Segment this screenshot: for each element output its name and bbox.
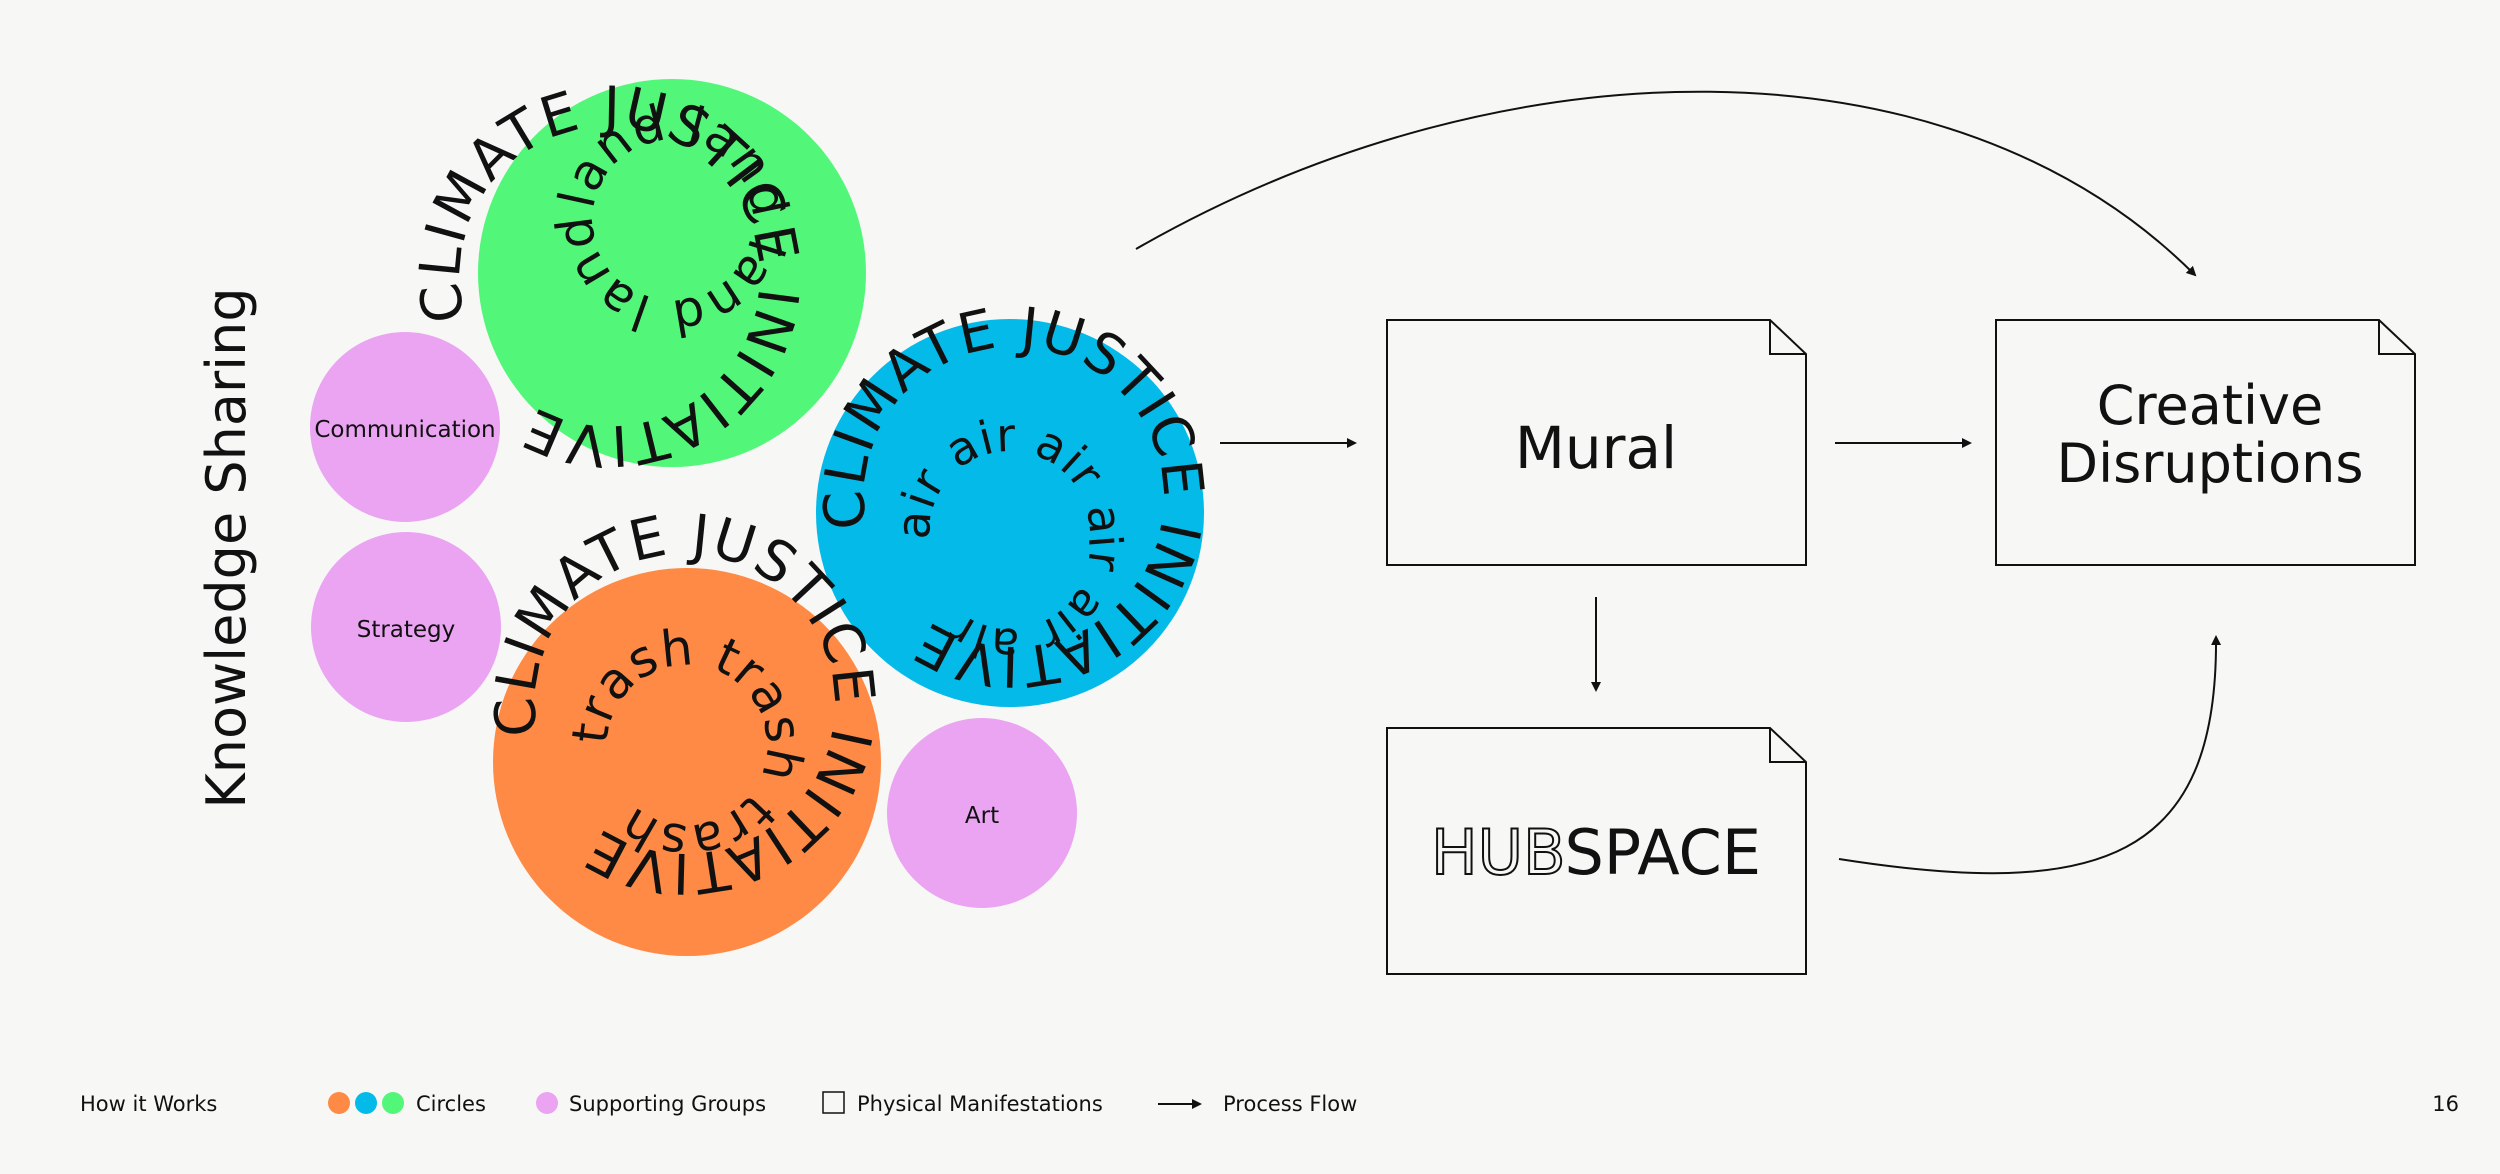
arrow-circles-to-creative (1135, 90, 2197, 277)
folded-corner (1769, 320, 1806, 355)
supporting-group-circle (311, 532, 501, 722)
circle-land-disc (478, 79, 866, 467)
supporting-group-communication: Communication (310, 332, 500, 522)
manifestation-hubspace: HUBSPACE (1386, 727, 1807, 975)
legend-supporting-groups: Supporting Groups (536, 1092, 766, 1116)
folded-corner (1769, 728, 1806, 763)
legend-physical-manifestations: Physical Manifestations (822, 1091, 1103, 1116)
legend-square-icon (822, 1091, 845, 1114)
process-flow-arrows (1135, 90, 2222, 875)
creative-disruptions-title-line2: Disruptions (2057, 432, 2364, 495)
arrow-hubspace-to-creative (1838, 635, 2222, 875)
circle-trash: CLIMATE JUSTICE INITIATIVE trash trash t… (483, 503, 885, 956)
supporting-group-art: Art (887, 718, 1077, 908)
document-box (1386, 727, 1807, 975)
supporting-group-strategy: Strategy (311, 532, 501, 722)
manifestation-mural: Mural (1386, 319, 1807, 566)
legend-process-flow: Process Flow (1158, 1092, 1357, 1116)
creative-disruptions-title-line1: Creative (2097, 374, 2323, 437)
legend-swatch-orange (328, 1092, 350, 1114)
legend-circles: Circles (328, 1092, 486, 1116)
hubspace-logo-outline-part: HUB (1431, 816, 1564, 889)
page-number: 16 (2432, 1092, 2459, 1116)
supporting-group-label: Communication (314, 417, 495, 443)
supporting-group-circle (887, 718, 1077, 908)
mural-title: Mural (1515, 414, 1677, 482)
legend-swatch-pink (536, 1092, 558, 1114)
hubspace-logo: HUBSPACE (1431, 816, 1761, 889)
circle-trash-disc (493, 568, 881, 956)
legend-swatch-blue (355, 1092, 377, 1114)
circle-air: CLIMATE JUSTICE INITIATIVE air air air a… (812, 296, 1214, 707)
legend-physical-manifestations-label: Physical Manifestations (857, 1092, 1103, 1116)
hubspace-logo-solid-part: SPACE (1564, 816, 1761, 889)
folded-corner (2378, 320, 2415, 355)
footer-section-label: How it Works (80, 1092, 217, 1116)
footer: How it Works Circles Supporting Groups P… (80, 1091, 2459, 1116)
document-box (1386, 319, 1807, 566)
circle-land: CLIMATE JUSTICE INITIATIVE land land lan… (408, 75, 866, 478)
supporting-group-label: Strategy (357, 617, 456, 643)
circle-air-disc (816, 319, 1204, 707)
legend-circles-label: Circles (416, 1092, 486, 1116)
side-title: Knowledge Sharing (195, 287, 258, 808)
legend-swatch-green (382, 1092, 404, 1114)
legend-process-flow-label: Process Flow (1223, 1092, 1357, 1116)
supporting-group-label: Art (965, 803, 999, 829)
legend-supporting-groups-label: Supporting Groups (569, 1092, 766, 1116)
manifestation-creative-disruptions: Creative Disruptions (1995, 319, 2416, 566)
supporting-group-circle (310, 332, 500, 522)
document-box (1995, 319, 2416, 566)
